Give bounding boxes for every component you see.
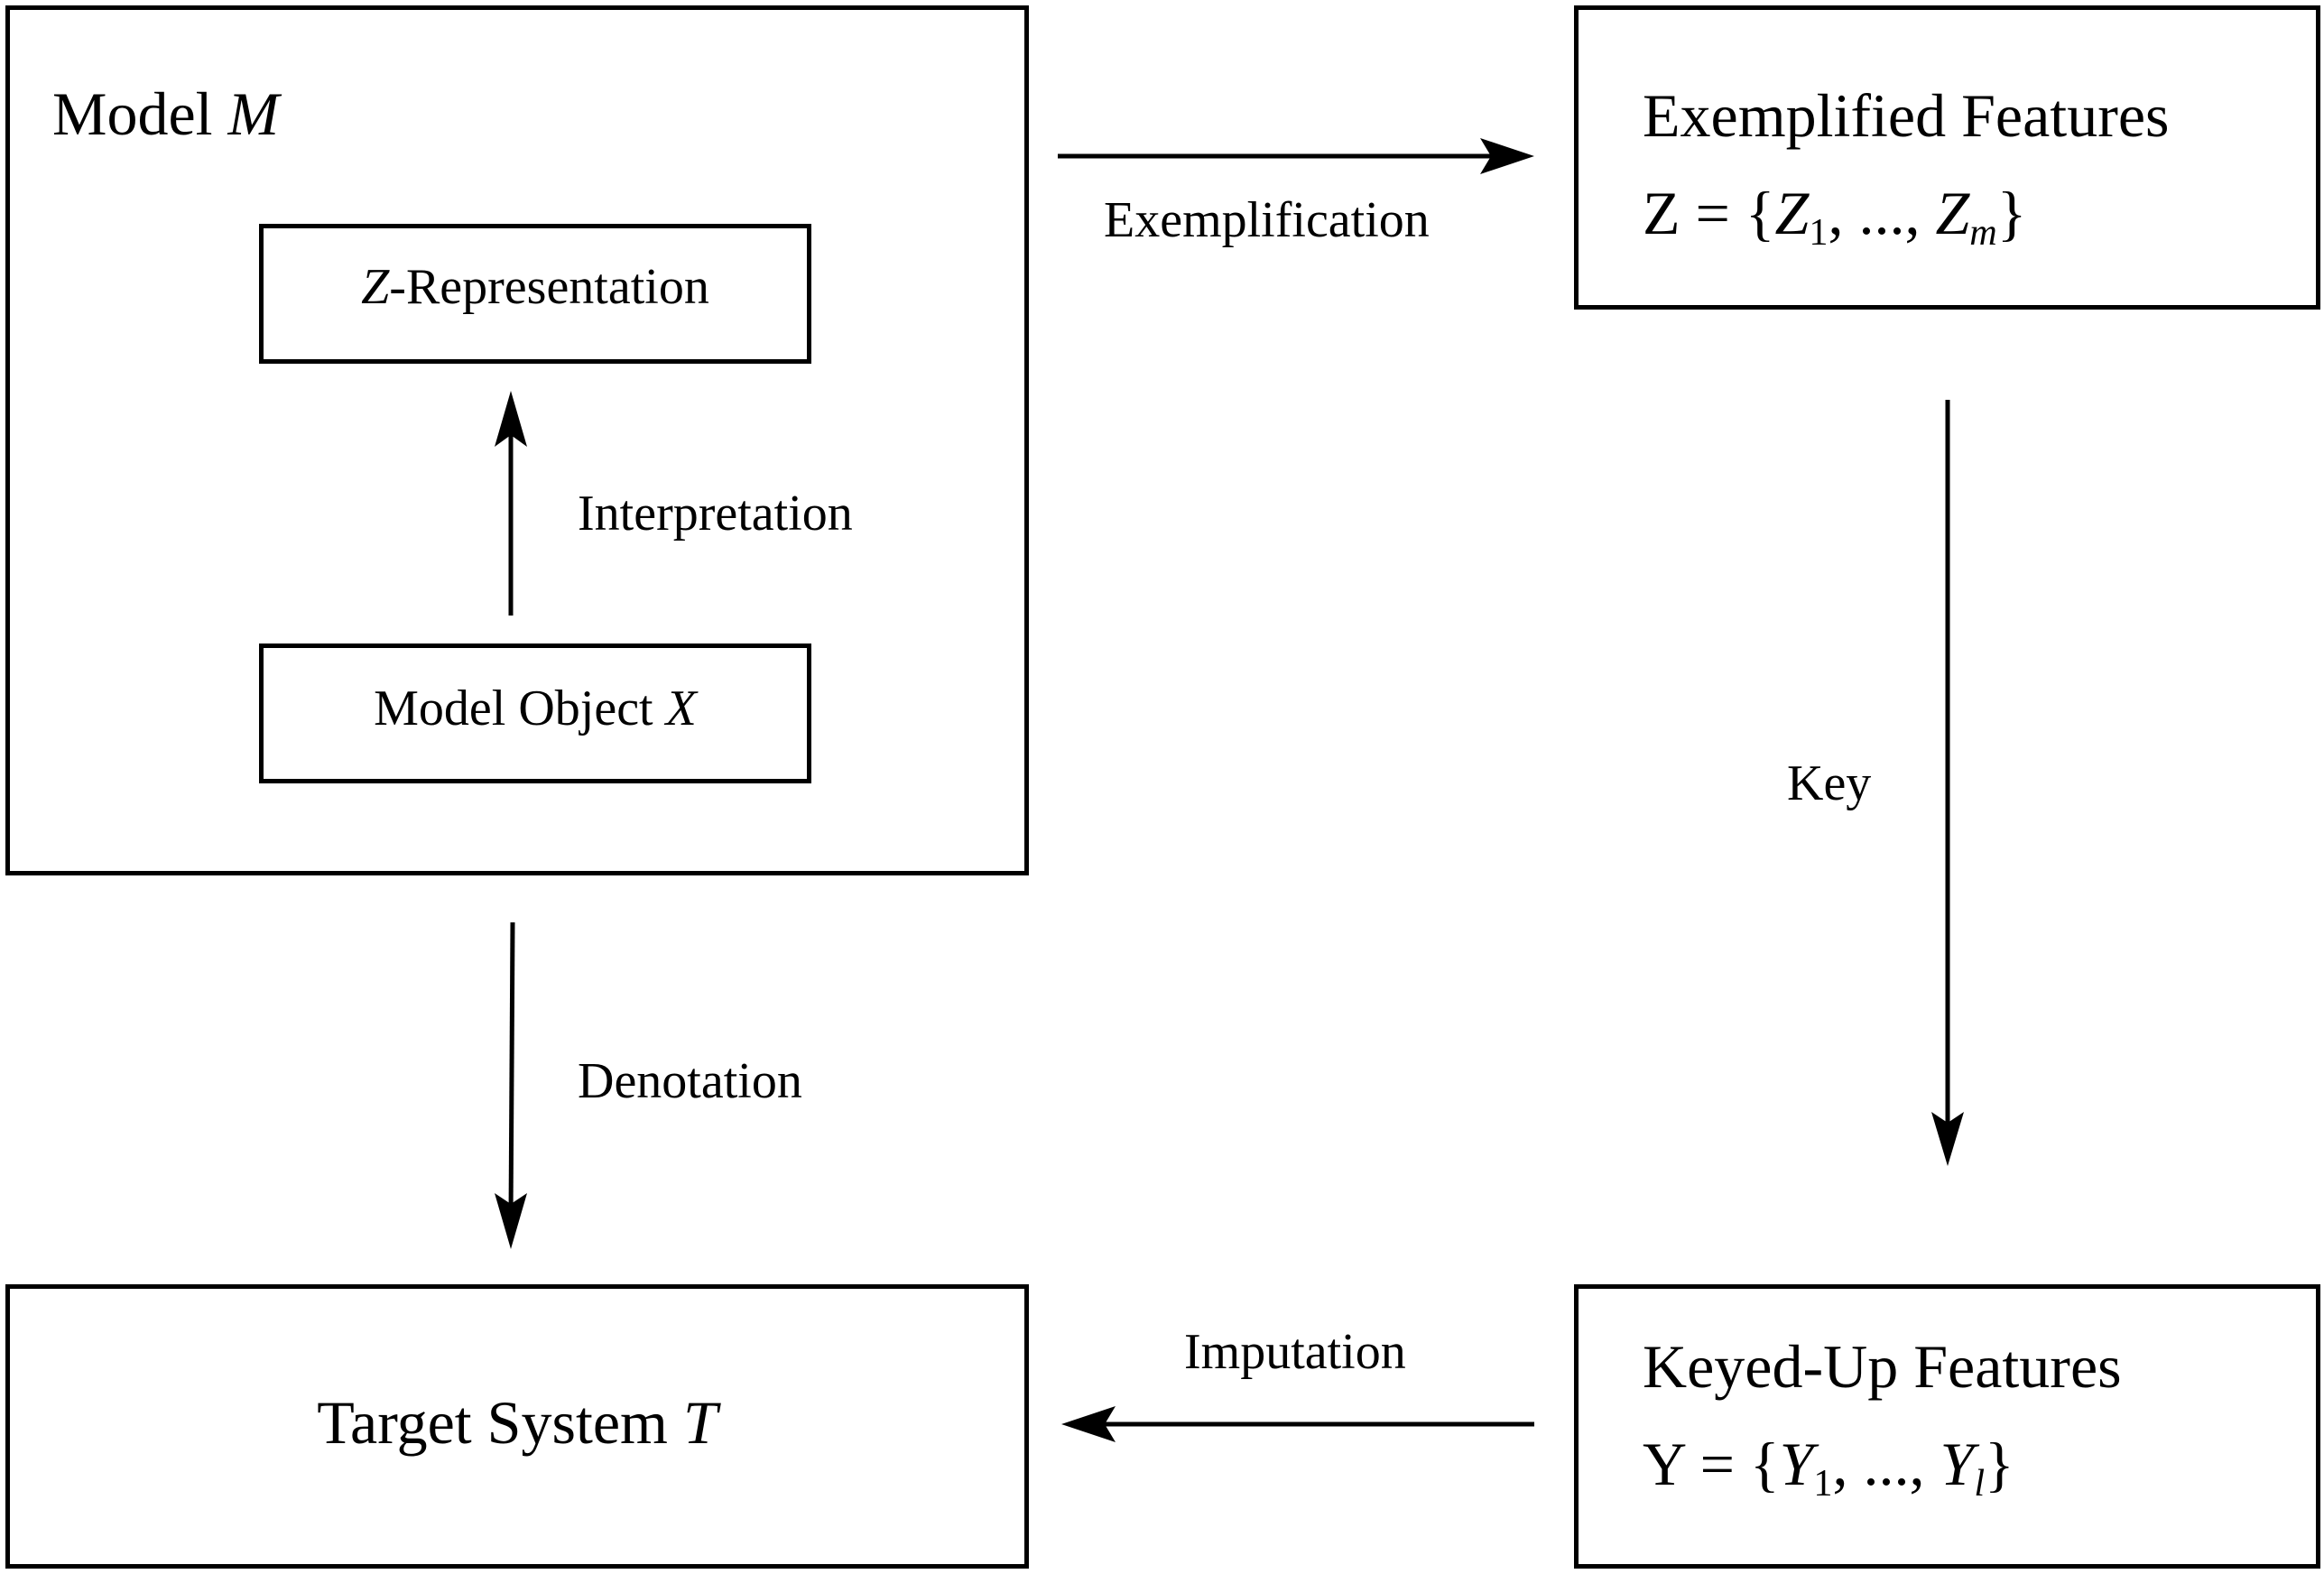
key-label: Key [1787,755,1872,811]
keyed-up-features-first-sub: 1 [1813,1461,1833,1505]
exemplified-features-box [1574,5,2320,310]
key-arrow [1931,400,1964,1166]
z-representation-box [259,224,811,364]
keyed-up-features-last-sub: l [1974,1461,1986,1505]
exemplified-features-first-var: Z [1774,179,1810,247]
model-object-text: Model Object [374,681,666,736]
exemplification-label: Exemplification [1104,192,1430,248]
exemplified-features-last-sub: m [1969,210,1997,254]
exemplified-features-close: } [1996,179,2027,247]
target-system-label: Target System T [5,1392,1029,1453]
exemplified-features-last-var: Z [1935,179,1970,247]
z-representation-text: -Representation [389,259,709,315]
z-representation-var: Z [361,259,390,315]
keyed-up-features-first-var: Y [1779,1430,1814,1498]
model-box-title-text: Model [52,79,228,148]
target-system-text: Target System [317,1388,683,1457]
model-object-box [259,643,811,783]
interpretation-arrow [495,391,527,616]
denotation-label: Denotation [578,1053,802,1109]
imputation-arrow [1061,1406,1534,1442]
interpretation-label: Interpretation [578,486,853,542]
model-box-title: Model M [52,83,279,144]
keyed-up-features-close: } [1985,1430,2014,1498]
keyed-up-features-set-name: Y [1643,1430,1685,1498]
exemplified-features-set-eq: = { [1680,179,1775,247]
imputation-label: Imputation [1184,1324,1406,1380]
exemplified-features-set-name: Z [1643,179,1681,247]
model-object-var: X [665,681,697,736]
exemplified-features-set: Z = {Z1, ..., Zm} [1643,179,2027,251]
denotation-arrow [495,921,527,1249]
exemplified-features-title: Exemplified Features [1643,81,2170,150]
keyed-up-features-mid: , ..., [1832,1430,1940,1498]
z-representation-label: Z-Representation [259,262,811,312]
exemplified-features-first-sub: 1 [1809,210,1829,254]
model-object-label: Model Object X [259,683,811,734]
target-system-box [5,1284,1029,1569]
keyed-up-features-title: Keyed-Up Features [1643,1332,2122,1401]
keyed-up-features-box [1574,1284,2320,1569]
keyed-up-features-last-var: Y [1940,1430,1975,1498]
keyed-up-features-set: Y = {Y1, ..., Yl} [1643,1430,2014,1502]
exemplification-arrow [1058,138,1534,174]
keyed-up-features-set-eq: = { [1684,1430,1780,1498]
exemplified-features-mid: , ..., [1828,179,1936,247]
target-system-var: T [682,1388,718,1457]
model-box-title-var: M [227,79,280,148]
